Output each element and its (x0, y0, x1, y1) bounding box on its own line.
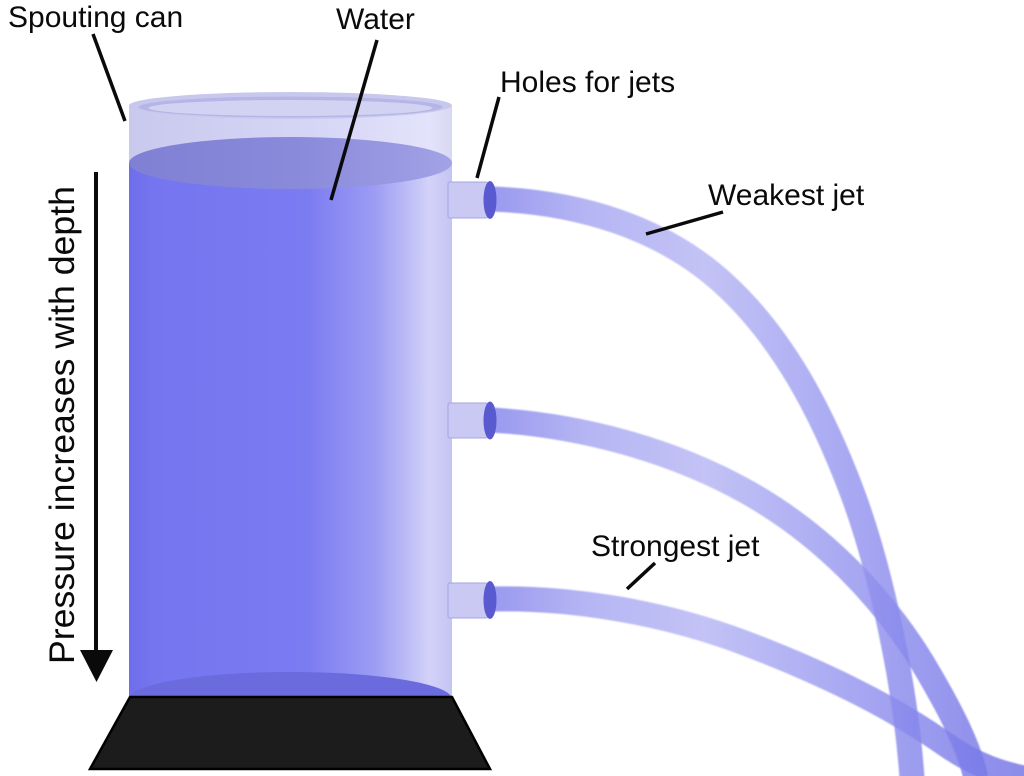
pressure-arrow-head (80, 650, 113, 682)
water-jets (490, 186, 1024, 776)
label-weakest-jet: Weakest jet (708, 179, 865, 212)
water-body (129, 163, 452, 700)
label-pressure-increases-with-depth: Pressure increases with depth (43, 186, 82, 664)
can-base (87, 695, 493, 771)
label-holes-for-jets: Holes for jets (500, 66, 675, 99)
pressure-arrow (80, 172, 113, 682)
nozzle-top (447, 181, 489, 219)
nozzle-bottom (447, 582, 489, 619)
label-strongest-jet: Strongest jet (591, 530, 760, 563)
jet-middle (490, 407, 989, 776)
nozzle-top-opening (483, 181, 497, 219)
leader-line-weakest-jet (645, 210, 724, 236)
nozzle-bottom-opening (483, 581, 497, 619)
jet-weakest (490, 186, 925, 776)
nozzle-middle (447, 402, 489, 439)
leader-lines (91, 33, 724, 591)
leader-line-spouting-can (91, 33, 127, 122)
jet-nozzles (447, 181, 497, 619)
spouting-can-body (129, 92, 452, 726)
leader-line-holes (475, 96, 501, 179)
diagram-labels: Spouting can Water Holes for jets Weakes… (8, 1, 865, 664)
leader-line-strongest-jet (625, 561, 657, 591)
water-surface (129, 137, 452, 189)
leader-line-water (329, 39, 379, 201)
nozzle-middle-opening (483, 401, 497, 440)
can-rim-interior (148, 100, 433, 116)
jet-strongest (490, 586, 1024, 776)
label-water: Water (336, 3, 415, 36)
label-spouting-can: Spouting can (8, 1, 183, 34)
